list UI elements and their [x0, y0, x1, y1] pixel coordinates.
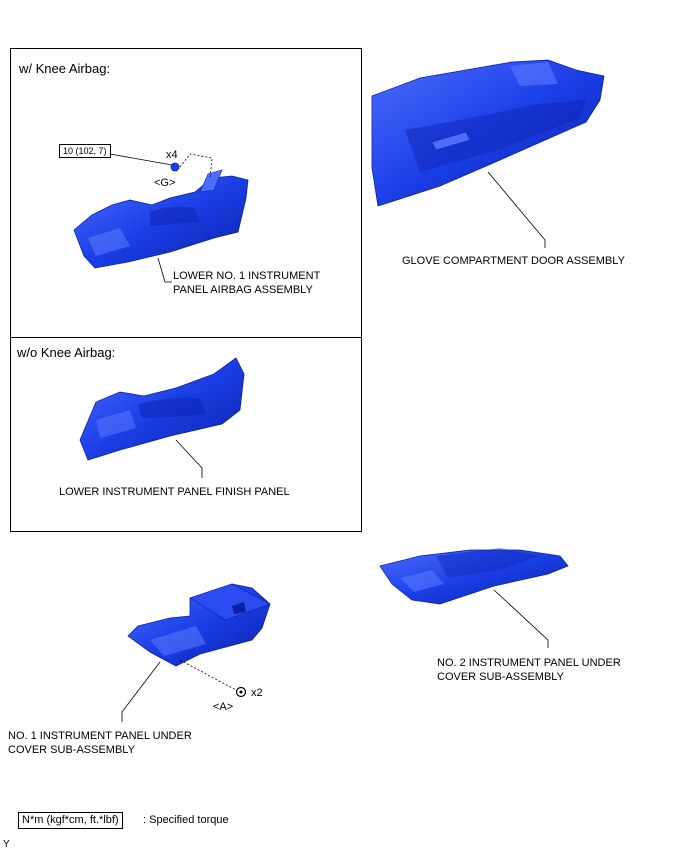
- panel-heading-without-knee-airbag: w/o Knee Airbag:: [17, 345, 116, 360]
- label-no1-under-cover-line2: COVER SUB-ASSEMBLY: [8, 744, 135, 756]
- panel-without-knee-airbag: [10, 337, 362, 532]
- label-lower-no1-airbag-line2: PANEL AIRBAG ASSEMBLY: [173, 284, 313, 296]
- bolt-ref-g: <G>: [154, 177, 176, 189]
- panel-heading-with-knee-airbag: w/ Knee Airbag:: [19, 61, 111, 76]
- lower-no1-airbag-part: [73, 169, 249, 269]
- lower-finish-panel-part: [79, 357, 245, 461]
- leader-lower-no1-airbag: [157, 257, 172, 283]
- label-no2-under-cover-line1: NO. 2 INSTRUMENT PANEL UNDER: [437, 657, 621, 669]
- leader-no1-under-cover: [121, 661, 161, 722]
- label-no1-under-cover-line1: NO. 1 INSTRUMENT PANEL UNDER: [8, 730, 192, 742]
- legend-unit-box: N*m (kgf*cm, ft.*lbf): [18, 812, 123, 829]
- label-lower-finish-panel: LOWER INSTRUMENT PANEL FINISH PANEL: [59, 486, 290, 498]
- corner-mark: Y: [3, 839, 10, 850]
- leader-no2-under-cover: [493, 589, 549, 648]
- leader-lower-finish-panel: [175, 439, 203, 478]
- legend-description: : Specified torque: [143, 814, 229, 826]
- torque-leader-line: [109, 153, 173, 166]
- label-no2-under-cover-line2: COVER SUB-ASSEMBLY: [437, 671, 564, 683]
- bolt-g: [170, 153, 213, 179]
- glove-compartment-part: [371, 59, 605, 207]
- bolt-a: [179, 659, 247, 698]
- torque-value-box: 10 (102, 7): [59, 144, 111, 158]
- label-glove-compartment: GLOVE COMPARTMENT DOOR ASSEMBLY: [402, 255, 625, 267]
- leader-glove-compartment: [487, 171, 546, 248]
- no1-under-cover-part: [127, 583, 271, 667]
- bolt-count-g: x4: [166, 149, 178, 161]
- bolt-count-a: x2: [251, 687, 263, 699]
- label-lower-no1-airbag-line1: LOWER NO. 1 INSTRUMENT: [173, 270, 321, 282]
- no2-under-cover-part: [379, 548, 569, 605]
- bolt-ref-a: <A>: [213, 701, 234, 713]
